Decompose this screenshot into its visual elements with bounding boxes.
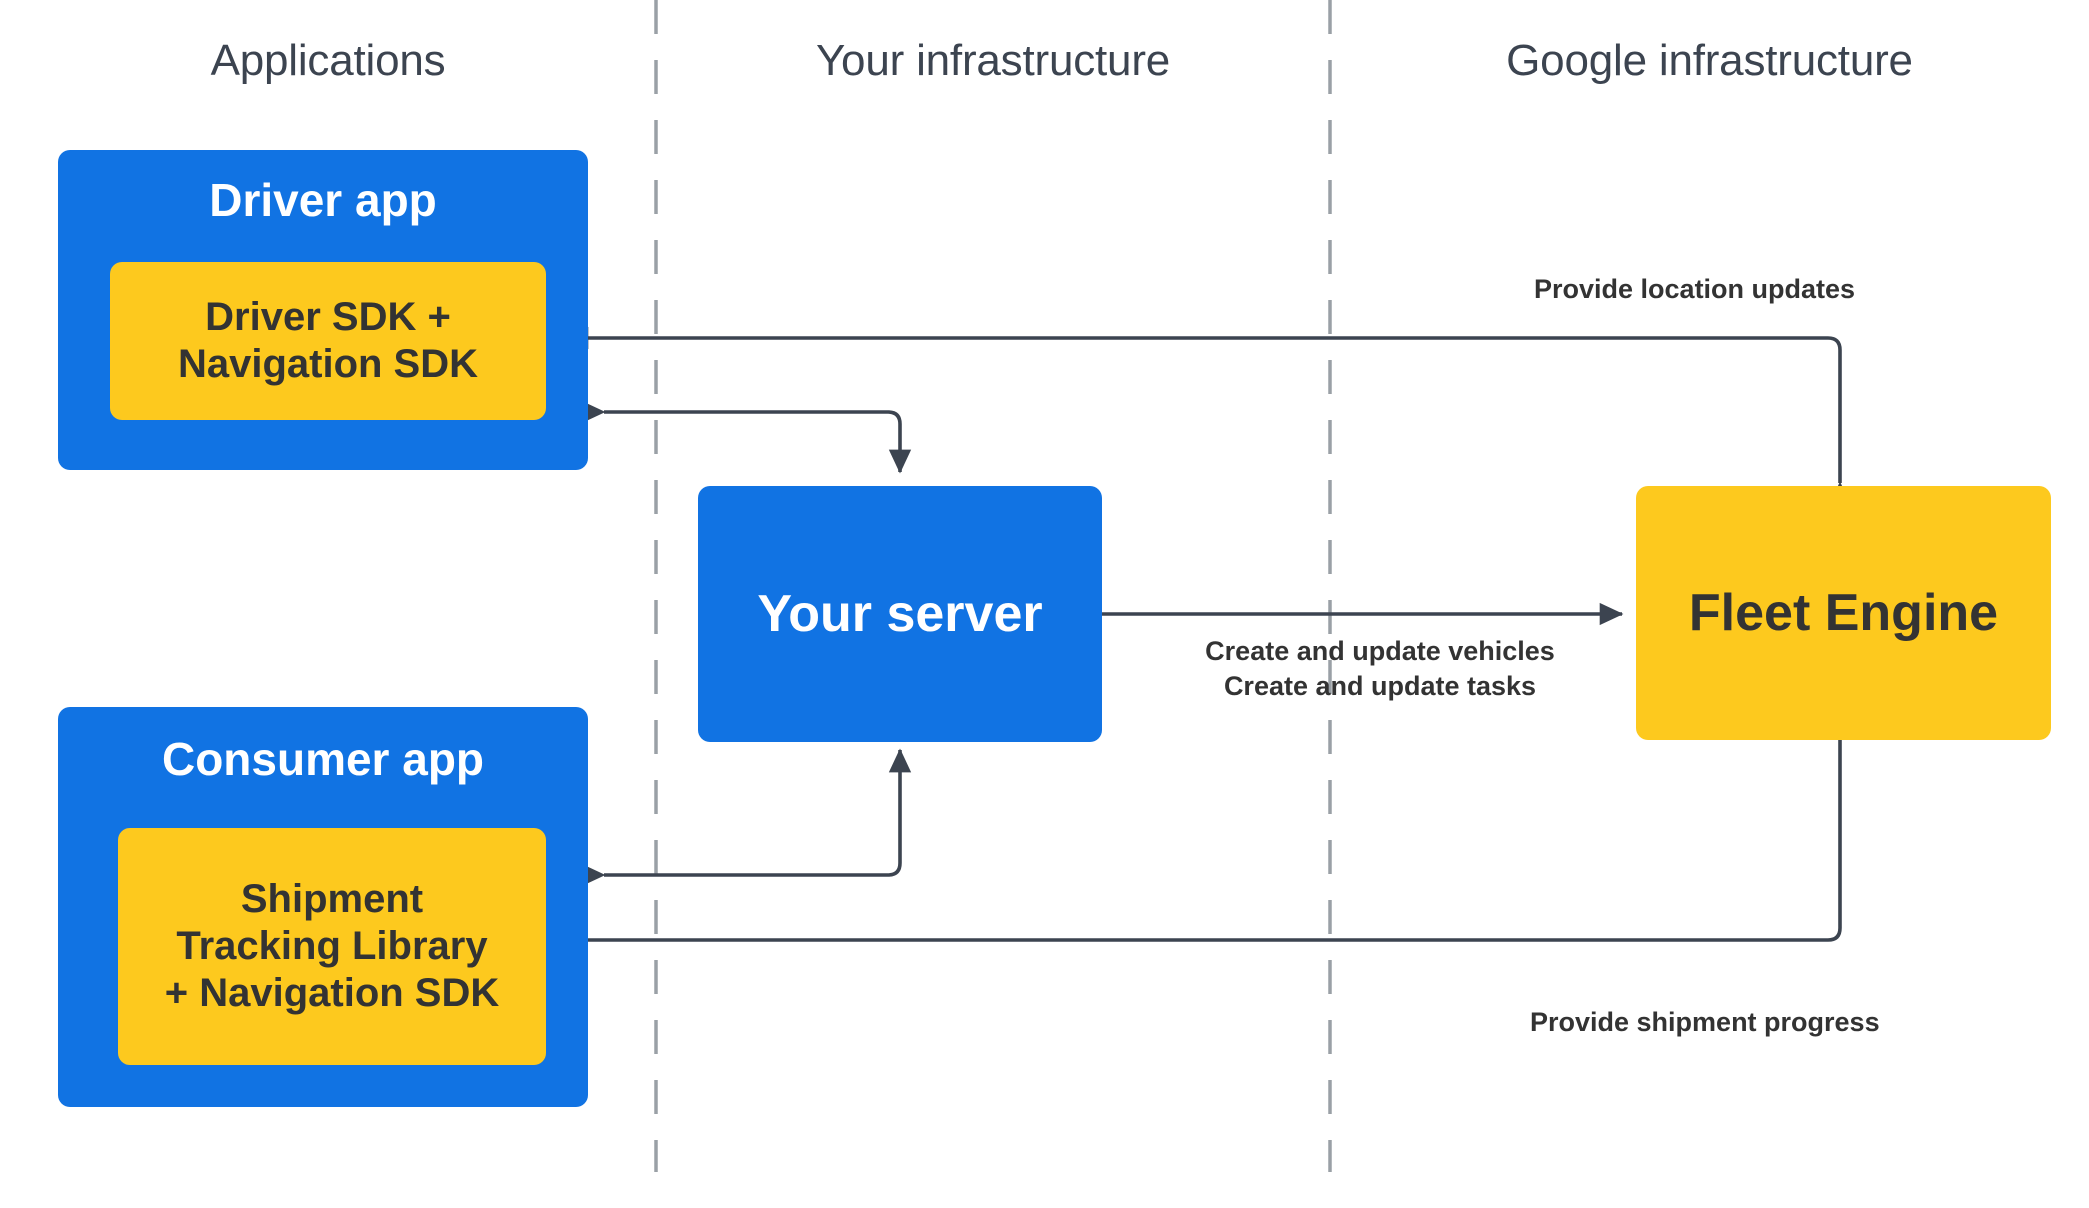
label-provide-location-updates: Provide location updates <box>1534 274 1856 304</box>
driver-sdk-text: Driver SDK + Navigation SDK <box>178 294 478 388</box>
consumer-sdk-line-3: + Navigation SDK <box>164 971 500 1016</box>
consumer-sdk-text: Shipment Tracking Library + Navigation S… <box>165 876 500 1018</box>
node-driver-sdk[interactable]: Driver SDK + Navigation SDK <box>110 262 546 420</box>
driver-sdk-line-2: Navigation SDK <box>177 342 479 386</box>
node-your-server[interactable]: Your server <box>698 486 1102 742</box>
your-server-title: Your server <box>757 585 1043 643</box>
consumer-sdk-line-1: Shipment <box>240 876 424 921</box>
label-create-update-vehicles: Create and update vehicles <box>1205 636 1555 666</box>
label-provide-shipment-progress: Provide shipment progress <box>1530 1007 1880 1037</box>
edge-server-consumer-app <box>581 748 912 887</box>
fleet-engine-title: Fleet Engine <box>1688 584 1999 642</box>
column-header-google-infrastructure: Google infrastructure <box>1506 36 1913 85</box>
driver-sdk-line-1: Driver SDK + <box>205 294 451 339</box>
column-header-your-infrastructure: Your infrastructure <box>815 36 1171 85</box>
edge-location-updates <box>564 326 1852 506</box>
node-fleet-engine[interactable]: Fleet Engine <box>1636 486 2051 740</box>
consumer-sdk-line-2: Tracking Library <box>176 923 488 968</box>
consumer-app-title: Consumer app <box>161 733 485 785</box>
node-shipment-tracking-library[interactable]: Shipment Tracking Library + Navigation S… <box>118 828 546 1065</box>
driver-app-title: Driver app <box>209 174 437 226</box>
edge-server-driver-app <box>581 400 912 474</box>
label-create-and-update: Create and update vehicles Create and up… <box>1150 634 1610 703</box>
edge-shipment-progress <box>561 740 1842 952</box>
label-create-update-tasks: Create and update tasks <box>1223 670 1537 701</box>
column-header-applications: Applications <box>210 36 446 85</box>
